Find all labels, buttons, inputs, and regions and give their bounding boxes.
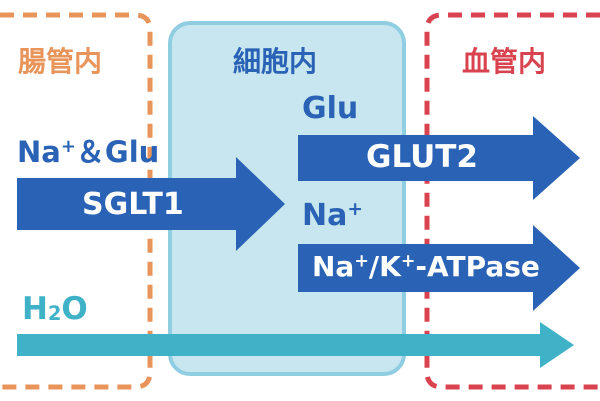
h2o-arrow [17, 322, 574, 368]
na-plus-label: Na+ [302, 198, 363, 234]
na-glu-label: Na+＆Glu [17, 138, 159, 167]
atpase-label: Na+/K+-ATPase [312, 253, 540, 281]
h2o-label: H2O [22, 294, 88, 325]
blood-region [424, 12, 600, 390]
sglt1-label: SGLT1 [82, 187, 184, 222]
na-text-2: Na [302, 198, 348, 234]
na-text: Na [17, 135, 61, 169]
sglt1-arrow [17, 157, 285, 251]
atpase-slash-k: /K [368, 250, 401, 283]
atpase-plus-1: + [354, 251, 369, 272]
glut2-label: GLUT2 [366, 139, 478, 175]
and-glu-text: ＆Glu [75, 135, 160, 169]
atpase-plus-2: + [400, 251, 416, 272]
atpase-rest: -ATPase [415, 250, 540, 283]
glu-label: Glu [302, 91, 359, 126]
two-subscript: 2 [47, 301, 62, 325]
atpase-arrow [298, 225, 580, 311]
h-text: H [22, 291, 48, 327]
o-text: O [61, 291, 88, 327]
plus-sign-2: + [347, 199, 363, 220]
intestine-label: 腸管内 [18, 45, 103, 78]
glut2-arrow [298, 116, 580, 200]
plus-sign: + [60, 136, 76, 158]
atpase-na: Na [312, 250, 355, 283]
blood-label: 血管内 [462, 45, 547, 78]
cell-label: 細胞内 [233, 45, 318, 78]
